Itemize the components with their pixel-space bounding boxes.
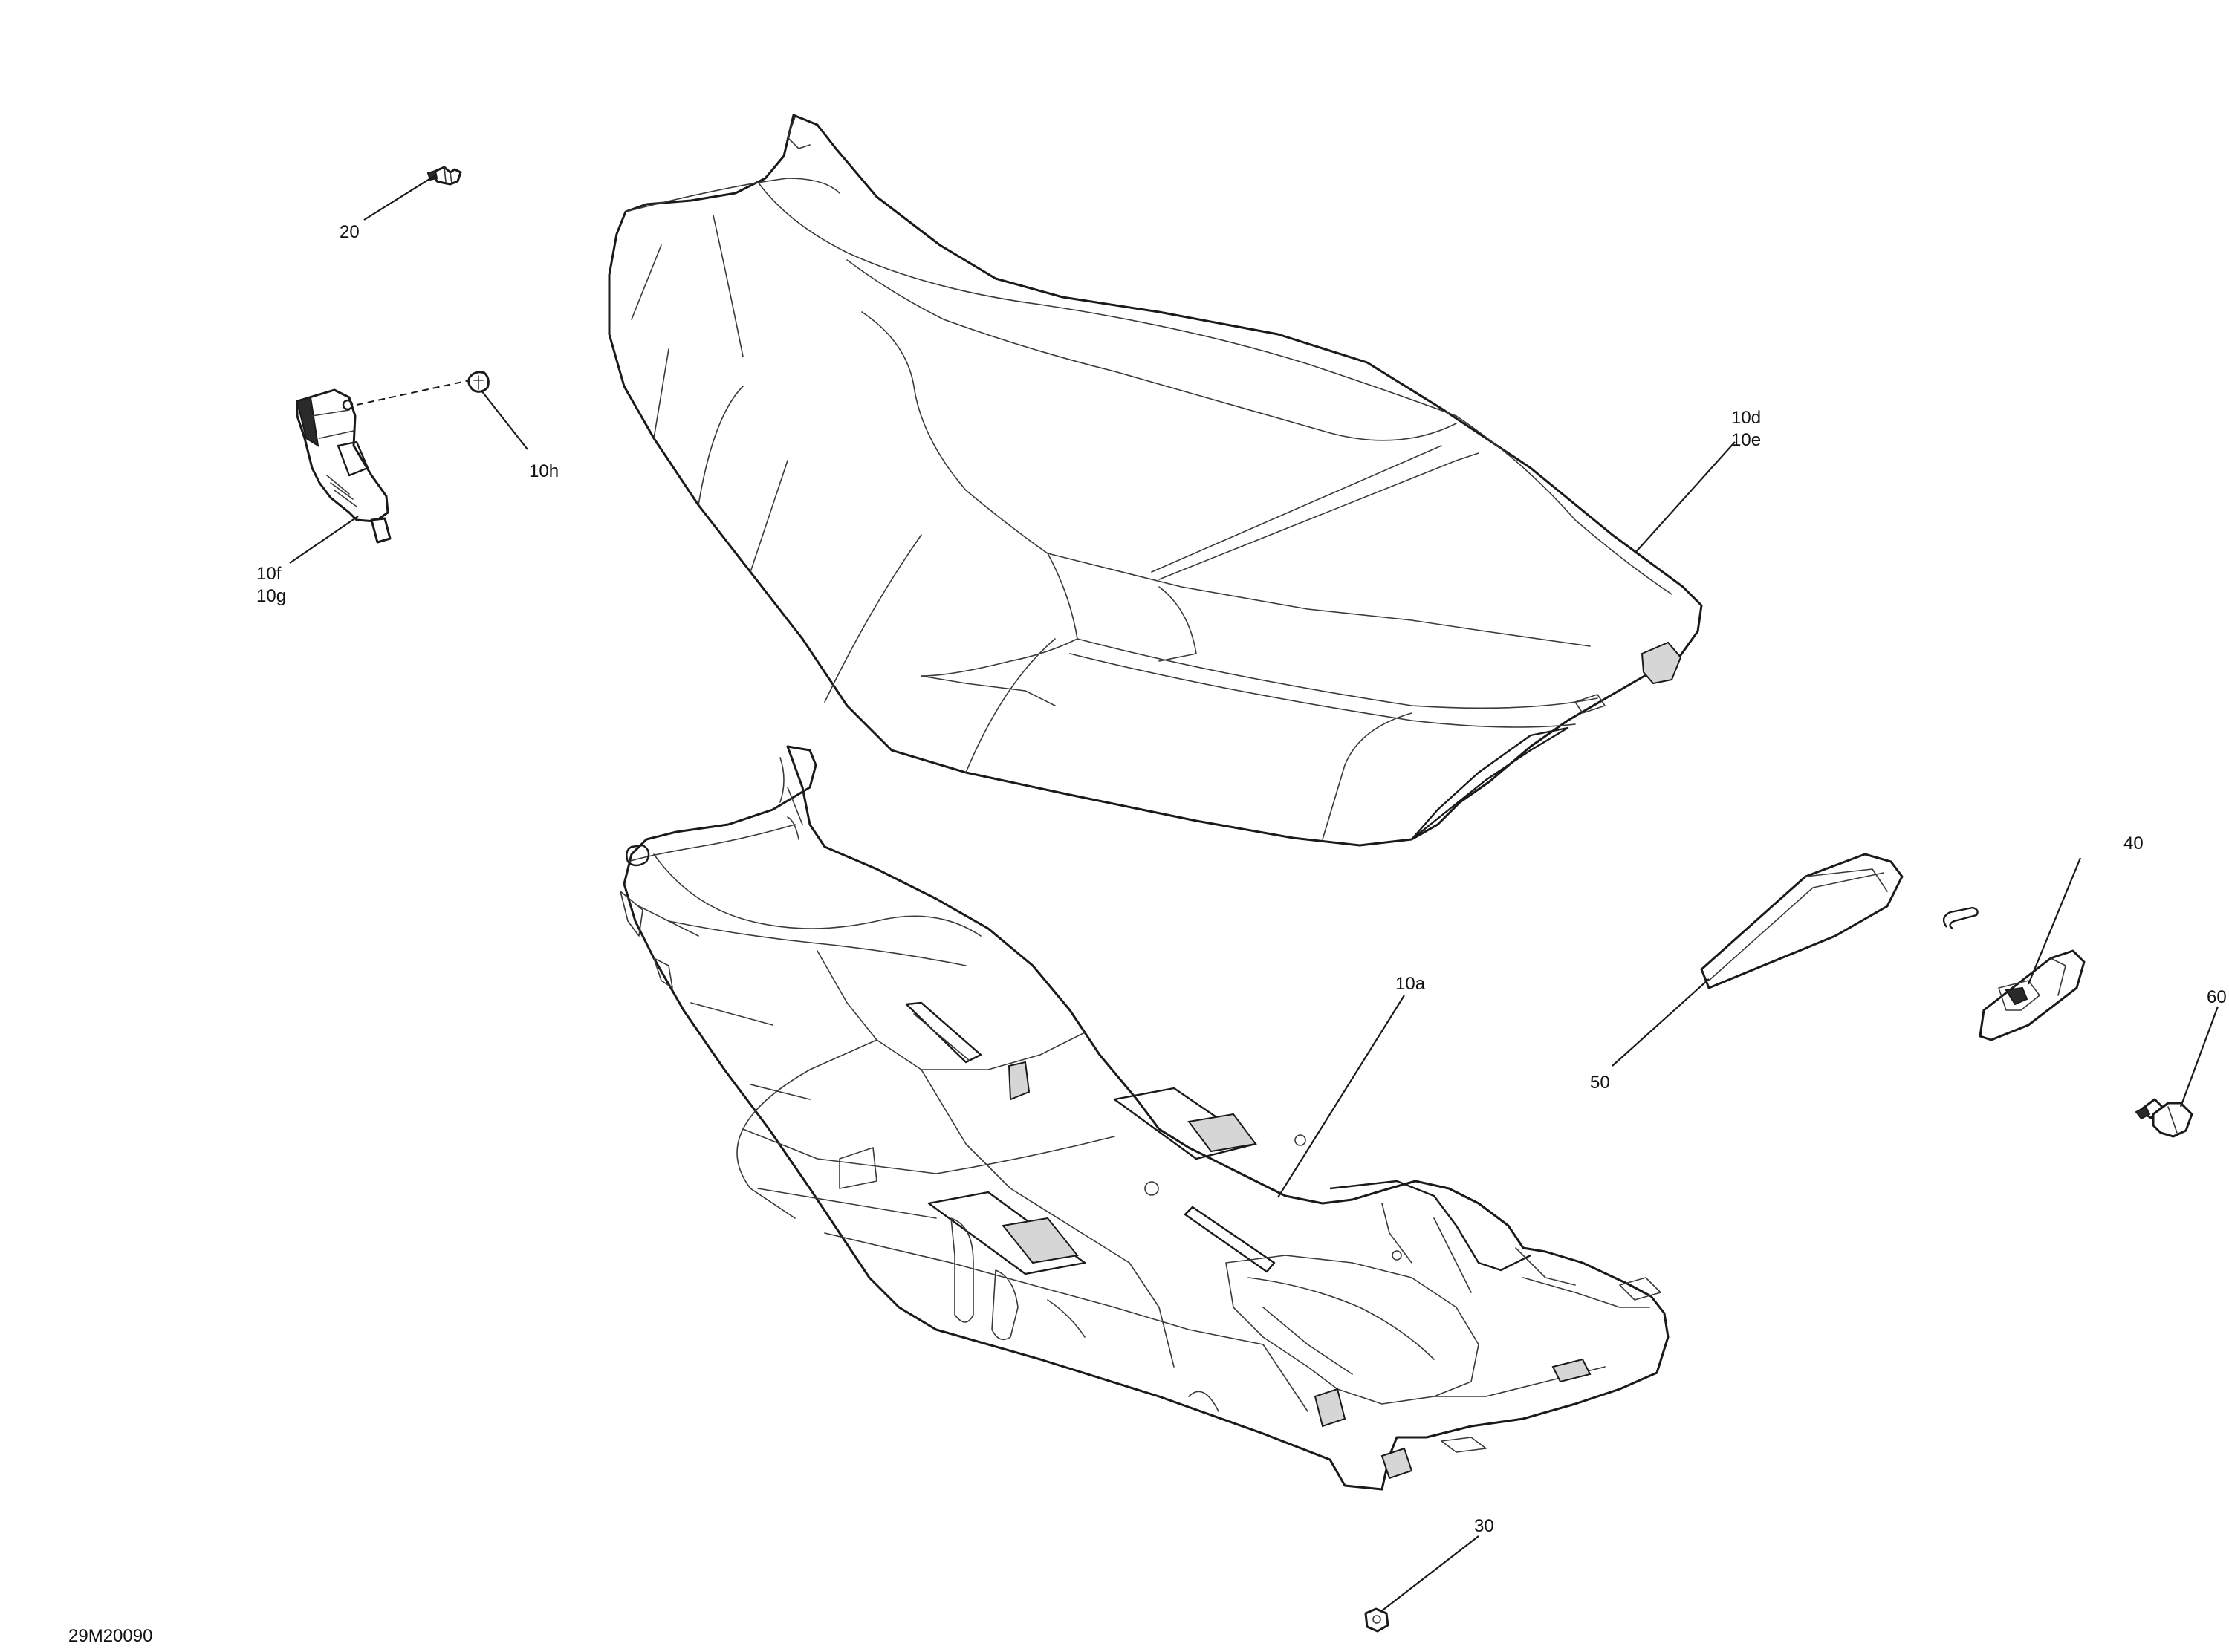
latch-cover-40 <box>1979 949 2086 1041</box>
seat-cushion <box>608 114 1703 847</box>
callout-10g: 10g <box>256 586 286 606</box>
callout-40: 40 <box>2123 833 2144 853</box>
leader-10f <box>289 516 359 564</box>
callout-20: 20 <box>340 222 360 242</box>
leader-10h <box>481 390 528 450</box>
drawing-number: 29M20090 <box>68 1626 152 1646</box>
leader-40 <box>2027 857 2082 985</box>
callout-50: 50 <box>1590 1073 1610 1093</box>
seat-base <box>620 745 1670 1491</box>
leader-lines <box>289 175 2219 1613</box>
nut-30 <box>1364 1607 1389 1633</box>
side-panel-50 <box>1700 853 1904 989</box>
callout-10d: 10d <box>1731 408 1761 428</box>
leader-30 <box>1380 1535 1479 1613</box>
callout-10h: 10h <box>529 461 559 481</box>
bolt-20 <box>426 166 462 186</box>
seat-latch <box>296 388 392 544</box>
clip-10h <box>467 371 490 393</box>
leader-10a <box>1277 995 1405 1198</box>
leader-10d <box>1634 441 1736 554</box>
callout-30: 30 <box>1474 1516 1494 1536</box>
leader-latch-to-clip <box>356 380 470 406</box>
push-rivet-60 <box>2135 1098 2193 1138</box>
leader-50 <box>1612 978 1710 1067</box>
callout-10e: 10e <box>1731 430 1761 450</box>
leader-20 <box>363 175 436 221</box>
callout-10a: 10a <box>1395 974 1426 994</box>
callout-labels: 20 10h 10f 10g 10d 10e 10a 40 50 60 30 2… <box>68 222 2227 1646</box>
leader-60 <box>2179 1006 2219 1108</box>
spring-pin <box>1942 906 1979 930</box>
callout-60: 60 <box>2207 987 2227 1007</box>
callout-10f: 10f <box>256 564 282 584</box>
